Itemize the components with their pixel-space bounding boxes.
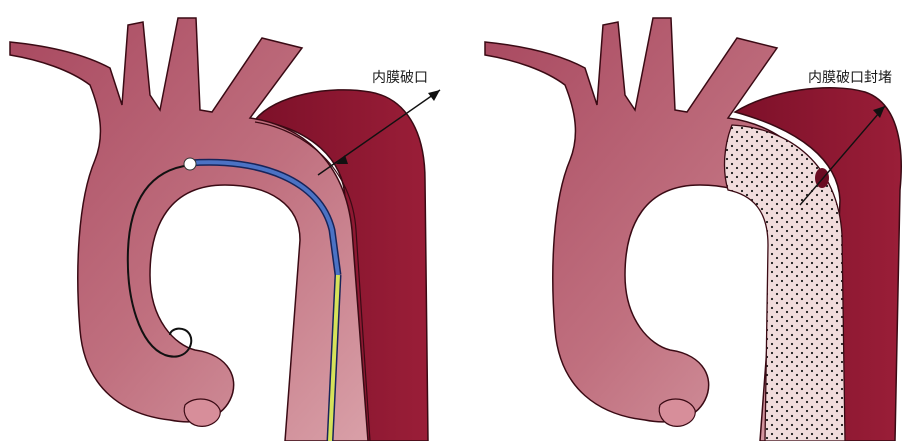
right-label: 内膜破口封堵 [808, 70, 892, 86]
left-aortic-arch [10, 18, 368, 441]
left-panel: 内膜破口 [10, 18, 440, 441]
right-panel: 内膜破口封堵 [485, 18, 901, 441]
left-catheter-tip [184, 158, 196, 170]
right-aortic-root [659, 399, 695, 426]
left-aortic-root [184, 399, 220, 426]
left-label: 内膜破口 [372, 70, 428, 86]
